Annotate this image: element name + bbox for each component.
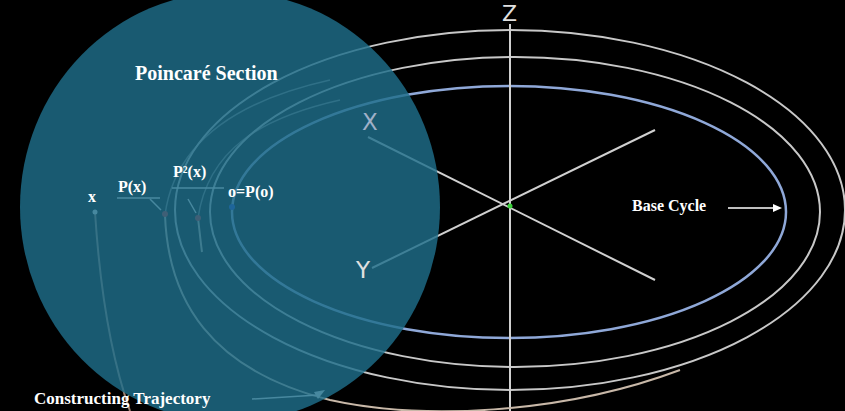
z-axis (509, 24, 511, 411)
axis-label: X (362, 110, 378, 135)
point-label: o=P(o) (228, 183, 274, 201)
arrowhead (773, 204, 782, 212)
trajectory-label: Constructing Trajectory (34, 390, 210, 409)
disc-outline (20, 0, 440, 411)
section-title: Poincaré Section (135, 62, 278, 84)
point-label: P²(x) (173, 163, 206, 181)
disc-fill (20, 0, 440, 411)
axis-label: Y (356, 258, 370, 283)
axis-label: Z (502, 2, 517, 26)
section-disc: Poincaré Section (20, 0, 440, 411)
point-label: P(x) (118, 178, 146, 196)
leader-line (728, 207, 776, 209)
point-label: x (88, 188, 96, 206)
cycle-label: Base Cycle (632, 197, 706, 215)
origin (508, 204, 513, 209)
